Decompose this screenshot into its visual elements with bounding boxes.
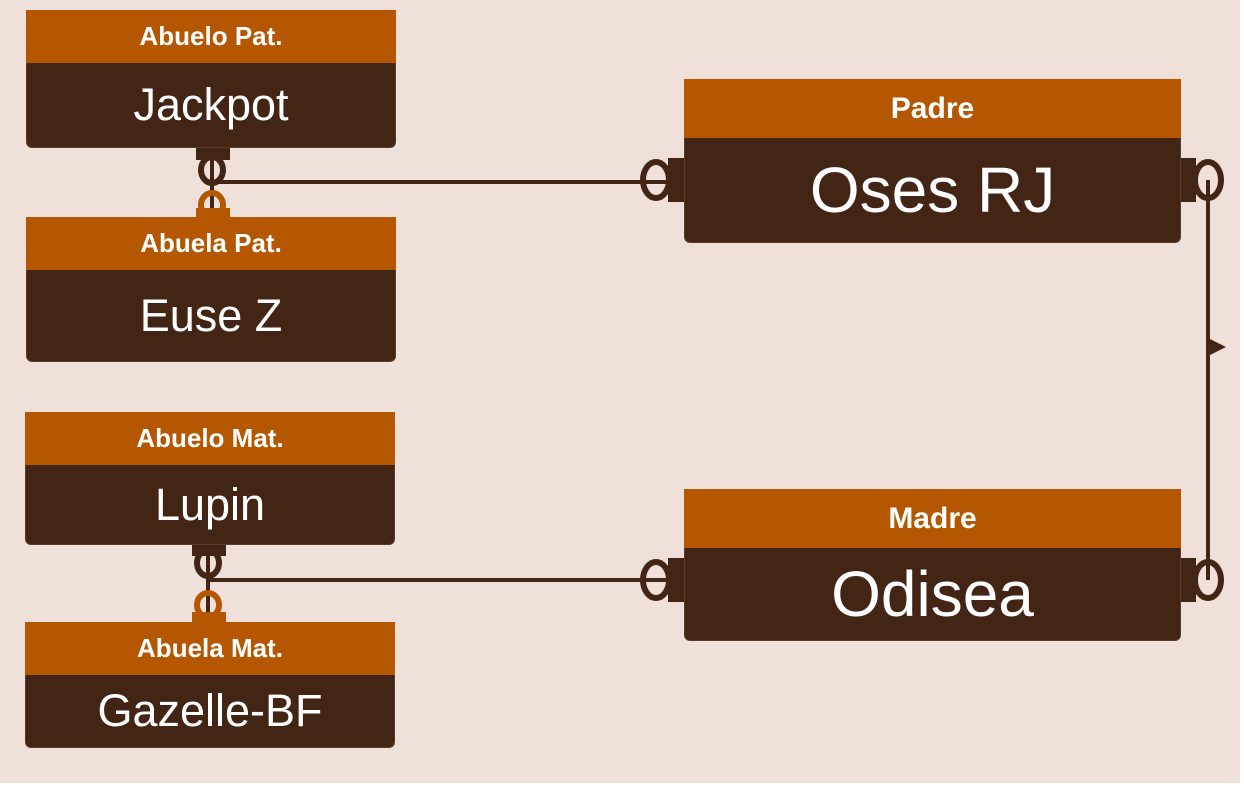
node-abuelo-pat[interactable]: Abuelo Pat. Jackpot (26, 10, 396, 148)
node-role: Padre (684, 79, 1181, 138)
node-role: Madre (684, 489, 1181, 548)
node-name: Gazelle-BF (25, 675, 395, 748)
node-madre[interactable]: Madre Odisea (684, 489, 1181, 641)
node-padre[interactable]: Padre Oses RJ (684, 79, 1181, 243)
arrow-right-icon (1208, 338, 1226, 356)
canvas-edge-bottom (0, 783, 1244, 787)
node-abuelo-mat[interactable]: Abuelo Mat. Lupin (25, 412, 395, 545)
canvas-edge-right (1240, 0, 1244, 787)
node-role: Abuela Pat. (26, 217, 396, 270)
node-name: Jackpot (26, 63, 396, 148)
node-role: Abuelo Mat. (25, 412, 395, 465)
node-name: Lupin (25, 465, 395, 545)
node-role: Abuela Mat. (25, 622, 395, 675)
node-name: Oses RJ (684, 138, 1181, 243)
node-abuela-mat[interactable]: Abuela Mat. Gazelle-BF (25, 622, 395, 748)
node-role: Abuelo Pat. (26, 10, 396, 63)
node-name: Euse Z (26, 270, 396, 362)
node-abuela-pat[interactable]: Abuela Pat. Euse Z (26, 217, 396, 362)
node-name: Odisea (684, 548, 1181, 641)
